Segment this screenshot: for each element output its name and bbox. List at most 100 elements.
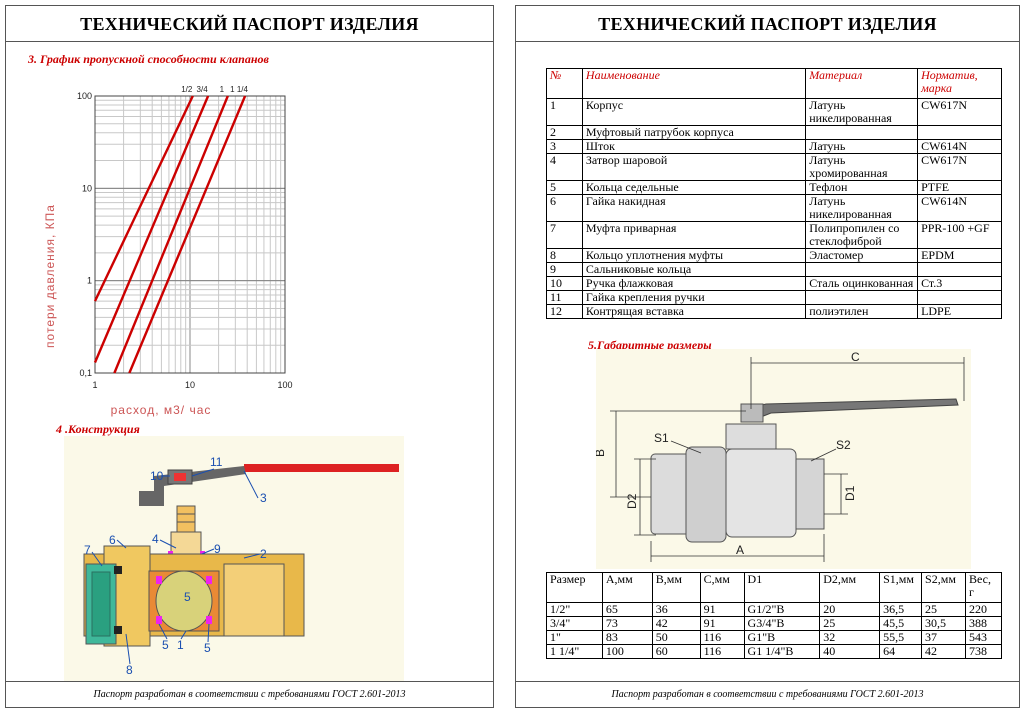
table-header: Материал <box>805 68 919 99</box>
callout-7: 7 <box>84 543 91 557</box>
series-label-3: 1 1/4 <box>230 85 248 94</box>
table-cell: 738 <box>964 644 1003 659</box>
callout-5a: 5 <box>162 638 169 652</box>
table-cell: 8 <box>546 248 583 263</box>
table-cell: 83 <box>601 630 653 645</box>
table-cell: 50 <box>651 630 701 645</box>
table-cell: Полипропилен со стеклофиброй <box>805 221 919 249</box>
callout-11: 10 <box>150 469 164 483</box>
table-cell: 25 <box>921 602 966 617</box>
y-axis-label: потери давления, КПа <box>43 204 57 348</box>
table-cell: 36 <box>651 602 701 617</box>
table-header: D2,мм <box>819 572 881 603</box>
right-page: ТЕХНИЧЕСКИЙ ПАСПОРТ ИЗДЕЛИЯ № Наименован… <box>515 5 1020 708</box>
table-cell: 1/2" <box>546 602 603 617</box>
dim-label-B: B <box>596 449 607 457</box>
table-cell: Латунь никелированная <box>805 194 919 222</box>
y-tick-label: 100 <box>77 91 92 101</box>
section4-title: 4 .Конструкция <box>56 422 140 436</box>
table-cell <box>917 290 1002 305</box>
table-cell: 64 <box>879 644 923 659</box>
table-cell: G1/2"В <box>743 602 821 617</box>
table-cell: 2 <box>546 125 583 140</box>
page-title: ТЕХНИЧЕСКИЙ ПАСПОРТ ИЗДЕЛИЯ <box>6 6 493 42</box>
table-cell: 116 <box>699 630 745 645</box>
page-footer: Паспорт разработан в соответствии с треб… <box>6 681 493 707</box>
table-cell: 60 <box>651 644 701 659</box>
table-cell: EPDM <box>917 248 1002 263</box>
table-cell: CW617N <box>917 153 1002 181</box>
callout-8: 8 <box>126 663 133 677</box>
table-cell: 91 <box>699 602 745 617</box>
series-line-0 <box>93 95 194 302</box>
table-cell: 55,5 <box>879 630 923 645</box>
series-label-0: 1/2 <box>181 85 193 94</box>
table-cell: 40 <box>819 644 881 659</box>
table-cell: CW617N <box>917 98 1002 126</box>
table-cell: Ст.3 <box>917 276 1002 291</box>
table-cell: Гайка крепления ручки <box>581 290 807 305</box>
series-line-2 <box>113 95 229 374</box>
series-label-2: 1 <box>220 85 225 94</box>
table-cell: CW614N <box>917 139 1002 154</box>
table-cell: 45,5 <box>879 616 923 631</box>
table-cell: 42 <box>921 644 966 659</box>
callout-3: 4 <box>152 532 159 546</box>
table-cell <box>917 262 1002 277</box>
table-cell: G3/4"В <box>743 616 821 631</box>
ball <box>155 570 213 632</box>
table-cell: Сальниковые кольца <box>581 262 807 277</box>
table-cell: Затвор шаровой <box>581 153 807 181</box>
table-cell: 30,5 <box>921 616 966 631</box>
dim-label-D1: D1 <box>843 485 857 501</box>
dim-label-S1: S1 <box>654 431 669 445</box>
plot-frame <box>94 95 286 374</box>
table-cell: Эластомер <box>805 248 919 263</box>
table-cell <box>805 125 919 140</box>
table-cell: 1" <box>546 630 603 645</box>
table-header: D1 <box>743 572 821 603</box>
table-cell: 100 <box>601 644 653 659</box>
table-header: Вес, г <box>964 572 1003 603</box>
table-header: A,мм <box>601 572 653 603</box>
table-cell: 220 <box>964 602 1003 617</box>
table-cell: CW614N <box>917 194 1002 222</box>
table-cell: 20 <box>819 602 881 617</box>
series-line-1 <box>93 95 210 363</box>
table-cell: G1"В <box>743 630 821 645</box>
callout-10: 3 <box>260 491 267 505</box>
table-cell: 543 <box>964 630 1003 645</box>
series-label-1: 3/4 <box>197 85 209 94</box>
x-tick-label: 1 <box>92 380 97 390</box>
table-cell: Тефлон <box>805 180 919 195</box>
table-cell: Кольцо уплотнения муфты <box>581 248 807 263</box>
table-cell: 65 <box>601 602 653 617</box>
table-cell: Контрящая вставка <box>581 304 807 319</box>
table-cell: 36,5 <box>879 602 923 617</box>
callout-5b: 5 <box>204 641 211 655</box>
table-header: Наименование <box>581 68 807 99</box>
callout-leaders <box>91 468 261 665</box>
table-cell: Гайка накидная <box>581 194 807 222</box>
page-footer: Паспорт разработан в соответствии с треб… <box>516 681 1019 707</box>
table-cell: PPR-100 +GF <box>917 221 1002 249</box>
table-cell: Муфта приварная <box>581 221 807 249</box>
table-cell: Кольца седельные <box>581 180 807 195</box>
table-cell: 7 <box>546 221 583 249</box>
table-cell: Шток <box>581 139 807 154</box>
table-cell: 6 <box>546 194 583 222</box>
